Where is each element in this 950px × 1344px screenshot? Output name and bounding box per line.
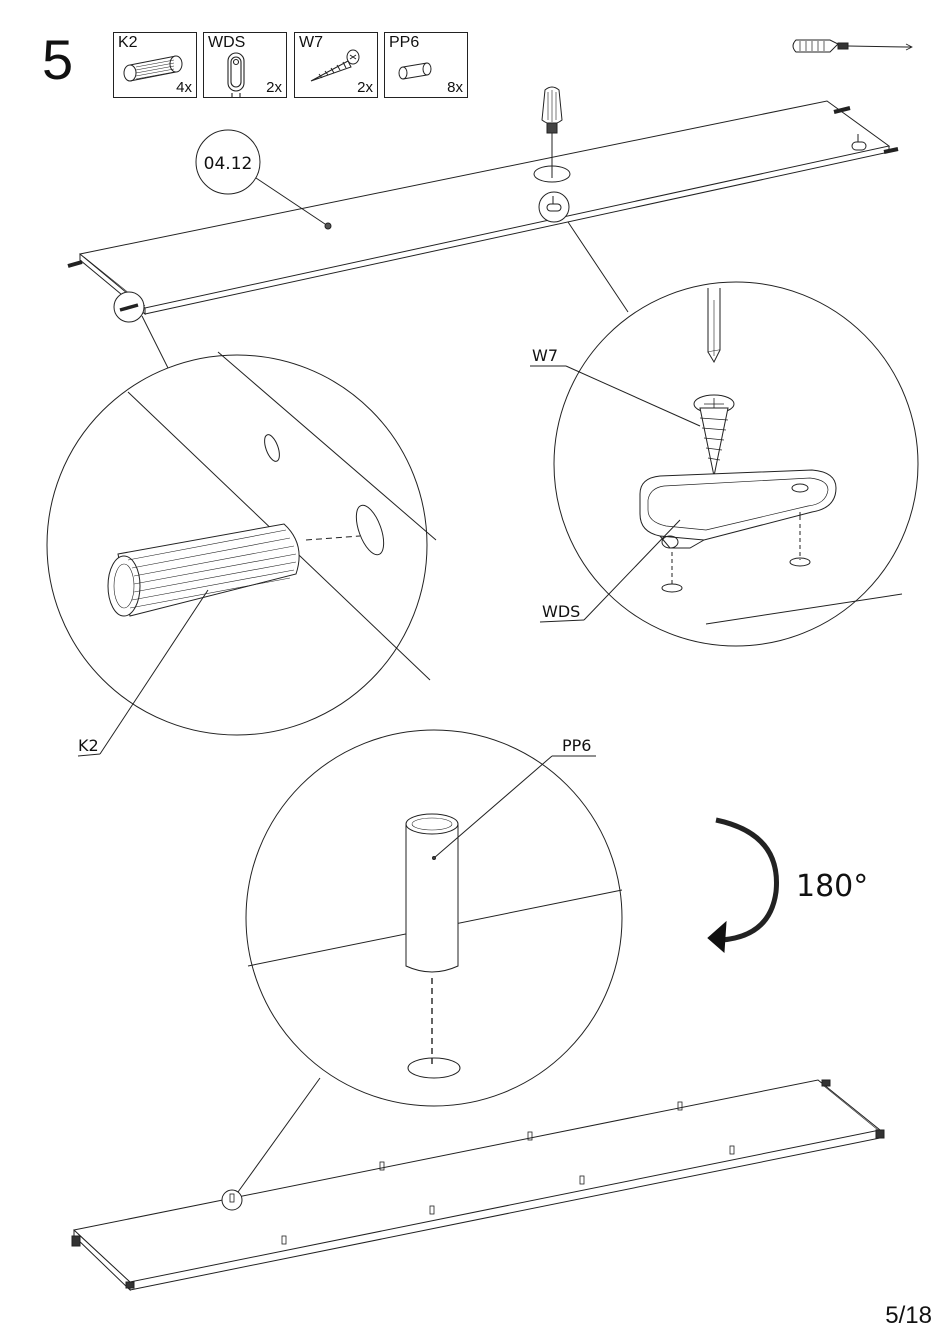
callout-w7: W7: [532, 346, 558, 365]
callout-k2: K2: [78, 736, 99, 755]
callout-wds: WDS: [542, 602, 580, 621]
top-panel: [68, 87, 898, 314]
rotation-label: 180°: [796, 869, 868, 904]
panel-label: 04.12: [204, 154, 253, 174]
screwdriver-icon: [793, 40, 912, 52]
page-number: 5/18: [885, 1302, 932, 1330]
bottom-panel: [72, 1080, 884, 1290]
wds-detail-circle: [554, 282, 918, 646]
rotate-arrow-icon: [708, 820, 777, 952]
callout-pp6: PP6: [562, 736, 591, 755]
